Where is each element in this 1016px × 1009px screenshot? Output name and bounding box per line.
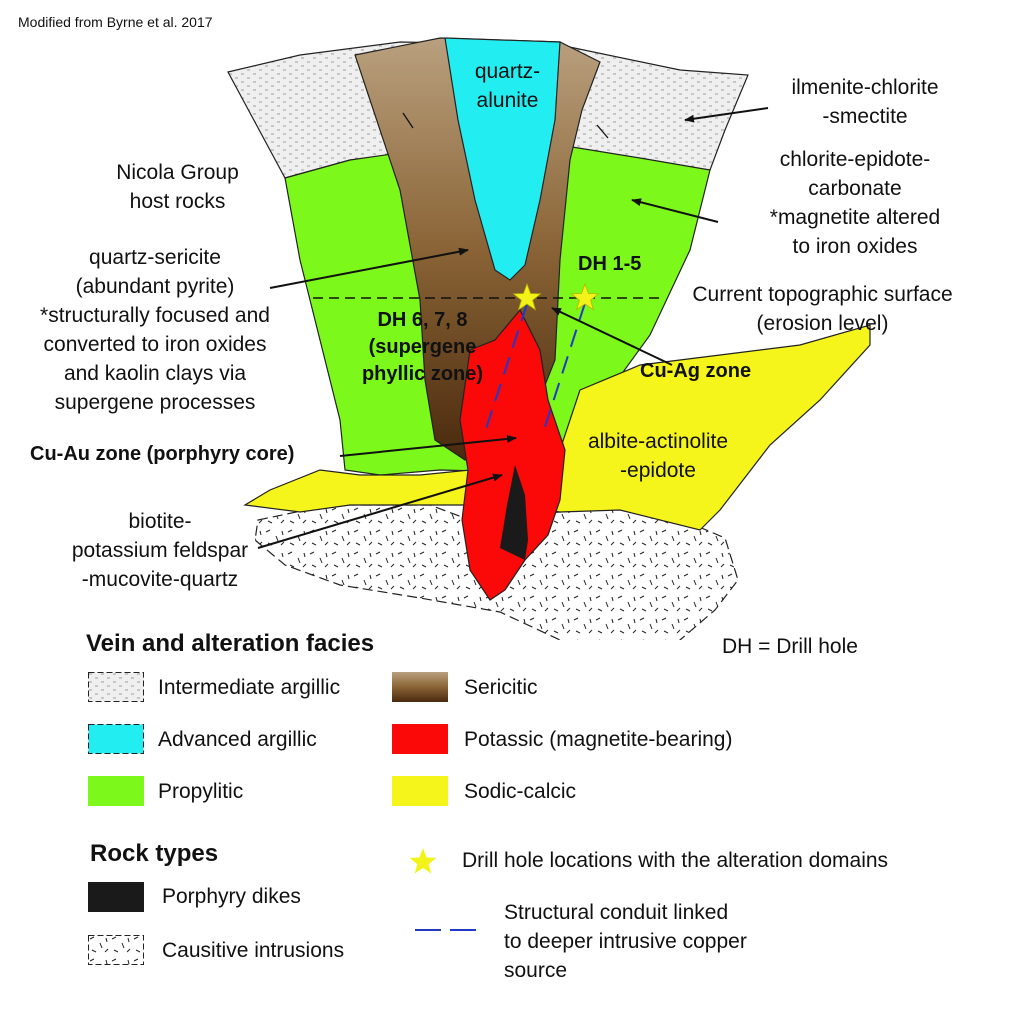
conduit-line-1 bbox=[484, 303, 528, 433]
arrow-chlorite bbox=[631, 198, 719, 223]
swatch-sodic-calcic bbox=[392, 776, 448, 806]
legend-sodic-calcic: Sodic-calcic bbox=[464, 780, 577, 803]
advanced-argillic-area bbox=[444, 37, 561, 281]
legend-structural-conduit: Structural conduit linked to deeper intr… bbox=[504, 901, 747, 982]
cross-section-diagram bbox=[227, 37, 871, 640]
label-biotite-potassium: biotite-potassium feldspar-mucovite-quar… bbox=[71, 510, 249, 591]
drill-hole-star-2 bbox=[570, 282, 600, 311]
arrow-quartz-sericite bbox=[269, 247, 469, 289]
legend-title: Vein and alteration facies bbox=[86, 630, 375, 657]
label-quartz-sericite: quartz-sericite(abundant pyrite) *struct… bbox=[40, 246, 270, 414]
conduit-line-2 bbox=[543, 302, 586, 431]
porphyry-dike-area bbox=[500, 465, 528, 560]
legend-propylitic: Propylitic bbox=[158, 780, 244, 803]
arrow-biotite bbox=[257, 473, 503, 549]
drill-hole-star-1 bbox=[512, 282, 542, 311]
legend-causitive-intrusions: Causitive intrusions bbox=[162, 939, 345, 962]
attribution: Modified from Byrne et al. 2017 bbox=[18, 14, 213, 30]
legend-porphyry-dikes: Porphyry dikes bbox=[162, 885, 301, 908]
label-topographic-surface: Current topographic surface(erosion leve… bbox=[692, 283, 953, 335]
swatch-potassic bbox=[392, 724, 448, 754]
label-chlorite-epidote: chlorite-epidote-carbonate *magnetite al… bbox=[769, 148, 941, 258]
label-albite-actinolite: albite-actinolite-epidote bbox=[587, 430, 729, 482]
swatch-propylitic bbox=[88, 776, 144, 806]
rock-types-title: Rock types bbox=[90, 840, 219, 867]
star-icon bbox=[405, 845, 441, 875]
label-ilmenite-chlorite: ilmenite-chlorite-smectite bbox=[791, 76, 939, 128]
arrow-cu-ag bbox=[551, 307, 673, 366]
arrow-cu-au bbox=[339, 434, 517, 457]
potassic-area bbox=[459, 308, 566, 601]
conduit-legend-line bbox=[413, 920, 483, 940]
swatch-porphyry-dikes bbox=[88, 882, 144, 912]
label-cu-au-zone: Cu-Au zone (porphyry core) bbox=[30, 443, 295, 465]
legend-intermediate-argillic: Intermediate argillic bbox=[158, 676, 341, 699]
label-quartz-alunite: quartz-alunite bbox=[474, 60, 541, 112]
legend-advanced-argillic: Advanced argillic bbox=[158, 728, 317, 751]
swatch-intermediate-argillic bbox=[88, 672, 144, 702]
legend-drill-hole-locations: Drill hole locations with the alteration… bbox=[462, 849, 889, 872]
swatch-advanced-argillic bbox=[88, 724, 144, 754]
label-cu-ag-zone: Cu-Ag zone bbox=[640, 360, 752, 382]
legend-potassic: Potassic (magnetite-bearing) bbox=[464, 728, 733, 751]
legend-dh-note: DH = Drill hole bbox=[722, 635, 858, 658]
swatch-sericitic bbox=[392, 672, 448, 702]
label-dh-1-5: DH 1-5 bbox=[578, 253, 642, 275]
arrow-ilmenite bbox=[684, 107, 769, 123]
swatch-causitive-intrusions bbox=[88, 935, 144, 965]
legend-sericitic: Sericitic bbox=[464, 676, 538, 699]
